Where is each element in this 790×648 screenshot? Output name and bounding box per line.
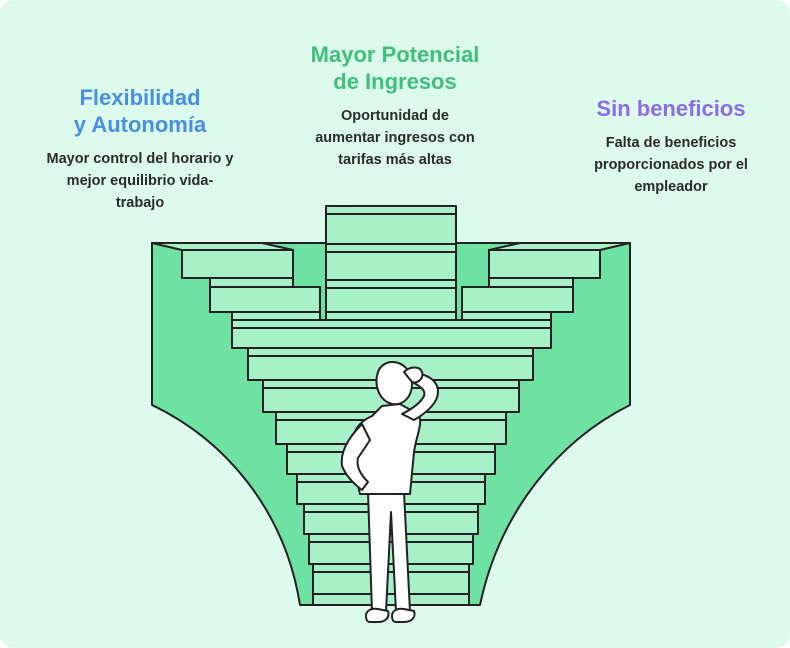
income-desc-line3: tarifas más altas (338, 152, 452, 168)
income-title: Mayor Potencial de Ingresos (275, 41, 515, 95)
flexibility-desc-line2: mejor equilibrio vida- (66, 173, 214, 189)
income-column: Mayor Potencial de Ingresos Oportunidad … (275, 41, 515, 171)
benefits-desc-line1: Falta de beneficios (605, 135, 737, 151)
flexibility-title-line1: Flexibilidad (79, 85, 201, 110)
benefits-desc-line2: proporcionados por el (594, 157, 748, 173)
benefits-desc-line3: empleador (634, 179, 708, 195)
flexibility-column: Flexibilidad y Autonomía Mayor control d… (20, 84, 260, 214)
thinking-person-icon (340, 361, 439, 623)
income-desc-line1: Oportunidad de (341, 108, 449, 124)
benefits-column: Sin beneficios Falta de beneficios propo… (556, 95, 786, 198)
flexibility-desc-line3: trabajo (115, 195, 165, 211)
income-desc-line2: aumentar ingresos con (315, 130, 475, 146)
flexibility-desc-line1: Mayor control del horario y (46, 151, 234, 167)
flexibility-description: Mayor control del horario y mejor equili… (20, 148, 260, 214)
central-tower (325, 205, 457, 321)
benefits-description: Falta de beneficios proporcionados por e… (556, 132, 786, 198)
income-description: Oportunidad de aumentar ingresos con tar… (275, 105, 515, 171)
flexibility-title-line2: y Autonomía (73, 112, 207, 137)
income-title-line2: de Ingresos (333, 69, 457, 94)
flexibility-title: Flexibilidad y Autonomía (20, 84, 260, 138)
benefits-title: Sin beneficios (556, 95, 786, 122)
income-title-line1: Mayor Potencial (310, 42, 480, 67)
benefits-title-line1: Sin beneficios (596, 96, 746, 121)
